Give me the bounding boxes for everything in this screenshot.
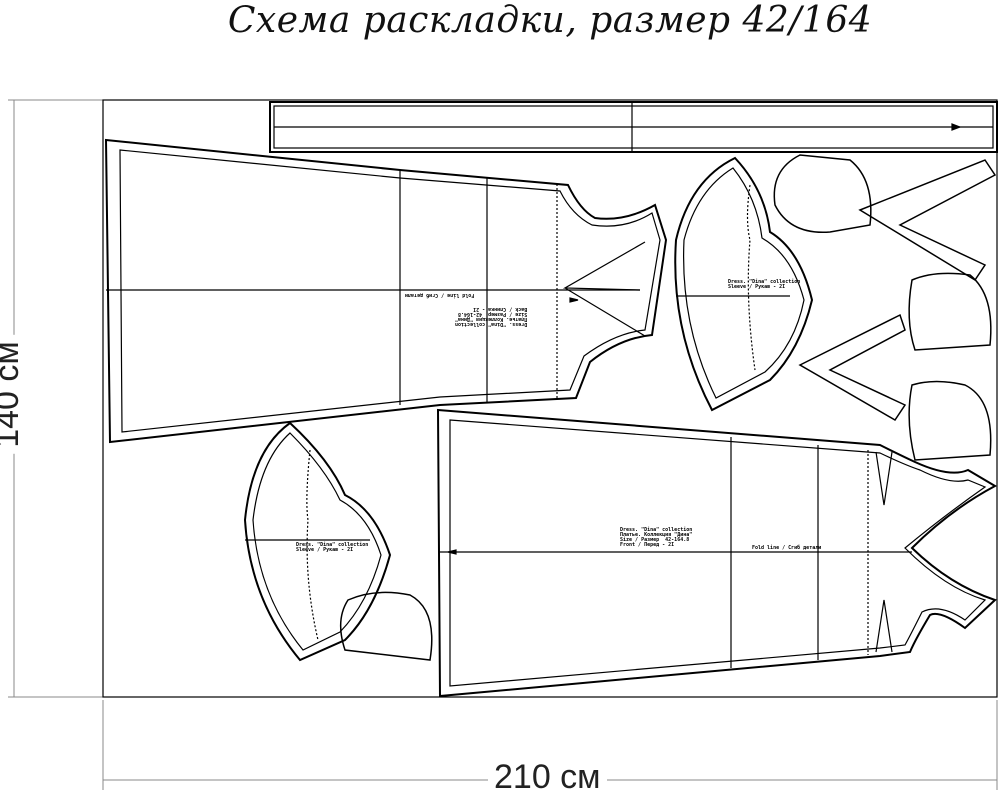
sleeve-label-line: Dress. "Dina" collection bbox=[296, 542, 369, 548]
sleeve-piece-bottom bbox=[243, 421, 392, 662]
front-fold-label: Fold line / Сгиб детали bbox=[752, 545, 822, 551]
sleeve-label-line: Sleeve / Рукав - 2I bbox=[296, 547, 354, 553]
width-dimension-label: 210 см bbox=[488, 758, 607, 797]
fabric-frame bbox=[102, 99, 998, 698]
grain-arrow-icon bbox=[951, 123, 962, 131]
back-piece bbox=[104, 138, 668, 444]
front-label-line: Платье. Коллекция "Дина" bbox=[620, 532, 693, 538]
grain-arrow-icon bbox=[569, 297, 579, 303]
page-title: Схема раскладки, размер 42/164 bbox=[227, 0, 873, 41]
front-label-line: Size / Размер 42-164.8 bbox=[620, 537, 690, 543]
sleeve-label-line: Dress. "Dina" collection bbox=[728, 279, 801, 285]
sleeve-label-line: Sleeve / Рукав - 2I bbox=[728, 284, 786, 290]
front-label-line: Dress. "Dina" collection bbox=[620, 527, 693, 533]
front-label-line: Front / Перед - 2I bbox=[620, 542, 675, 548]
sleeve-piece-top bbox=[674, 156, 814, 412]
height-dimension-label: 140 см bbox=[0, 335, 27, 454]
front-piece bbox=[436, 408, 998, 698]
belt-piece bbox=[269, 101, 998, 153]
facing-pieces bbox=[798, 159, 997, 422]
dimension-lines bbox=[8, 99, 998, 790]
grain-arrow-icon bbox=[447, 549, 457, 555]
back-fold-label: Fold line / Сгиб детали bbox=[405, 292, 475, 298]
pocket-pieces bbox=[339, 154, 992, 661]
